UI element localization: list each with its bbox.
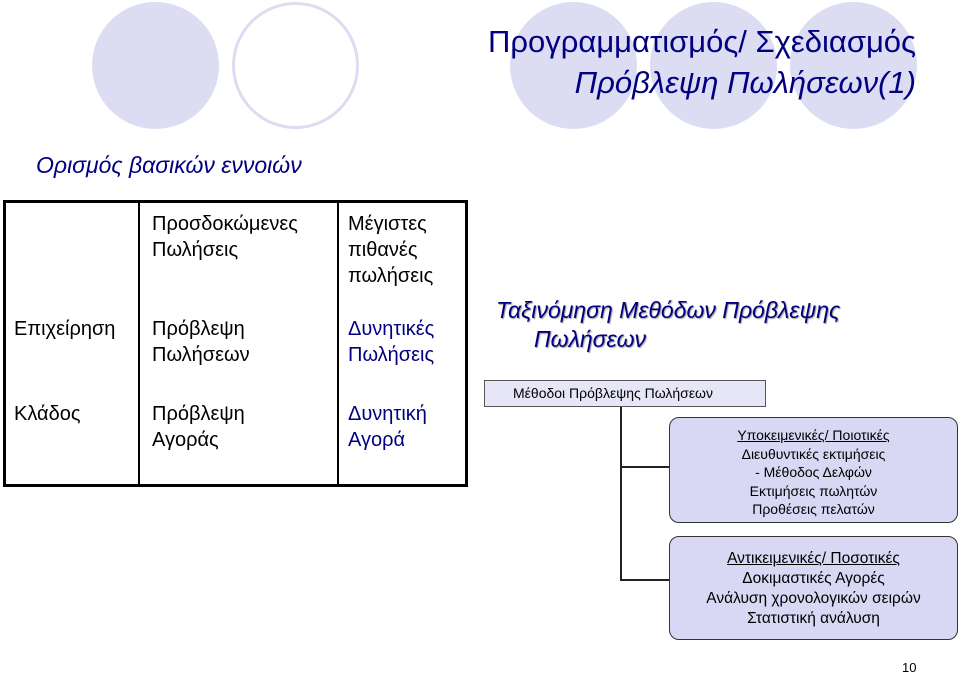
col3-header: Μέγιστες πιθανές πωλήσεις <box>348 213 434 287</box>
row-label-sector: Κλάδος <box>14 403 81 425</box>
market-forecast-cell: Πρόβλεψη Αγοράς <box>152 403 245 451</box>
list-item: Ανάλυση χρονολογικών σειρών <box>706 590 921 607</box>
definitions-table: Προσδοκώμενες Πωλήσεις Μέγιστες πιθανές … <box>3 200 468 487</box>
row-label-business: Επιχείρηση <box>14 318 116 340</box>
objective-methods-box: Αντικειμενικές/ Ποσοτικές Δοκιμαστικές Α… <box>669 536 958 640</box>
list-item: - Μέθοδος Δελφών <box>755 464 872 480</box>
decor-circle-5 <box>790 2 917 129</box>
table-divider-2 <box>337 203 339 484</box>
list-item: Εκτιμήσεις πωλητών <box>749 482 878 499</box>
subjective-methods-heading: Υποκειμενικές/ Ποιοτικές <box>737 427 890 443</box>
list-item: Προθέσεις πελατών <box>752 501 875 517</box>
classification-title: Ταξινόμηση Μεθόδων Πρόβλεψης Πωλήσεων <box>496 297 841 352</box>
decor-circle-1 <box>92 2 219 129</box>
list-item: Στατιστική ανάλυση <box>747 610 880 627</box>
page-number: 10 <box>902 660 917 675</box>
potential-sales-cell: Δυνητικές Πωλήσεις <box>348 318 435 366</box>
forecast-methods-box: Μέθοδοι Πρόβλεψης Πωλήσεων <box>484 380 766 407</box>
objective-methods-heading: Αντικειμενικές/ Ποσοτικές <box>727 550 900 567</box>
potential-market-cell: Δυνητική Αγορά <box>348 403 427 451</box>
slide-subtitle: Πρόβλεψη Πωλήσεων(1) <box>574 65 916 100</box>
subjective-methods-box: Υποκειμενικές/ Ποιοτικές Διευθυντικές εκ… <box>669 417 958 523</box>
list-item: Δοκιμαστικές Αγορές <box>742 570 885 587</box>
col2-header: Προσδοκώμενες Πωλήσεις <box>152 213 298 261</box>
section-heading-definitions: Ορισμός βασικών εννοιών <box>36 152 302 178</box>
decor-circle-3 <box>510 2 637 129</box>
slide-title: Προγραμματισμός/ Σχεδιασμός <box>488 24 916 59</box>
sales-forecast-cell: Πρόβλεψη Πωλήσεων <box>152 318 250 366</box>
tree-connector-branch-2 <box>620 579 670 581</box>
decor-circle-2 <box>232 2 359 129</box>
table-divider-1 <box>138 203 140 484</box>
list-item: Διευθυντικές εκτιμήσεις <box>741 445 886 462</box>
tree-connector-branch-1 <box>620 466 670 468</box>
decor-circle-4 <box>650 2 777 129</box>
tree-connector-trunk <box>620 407 622 580</box>
